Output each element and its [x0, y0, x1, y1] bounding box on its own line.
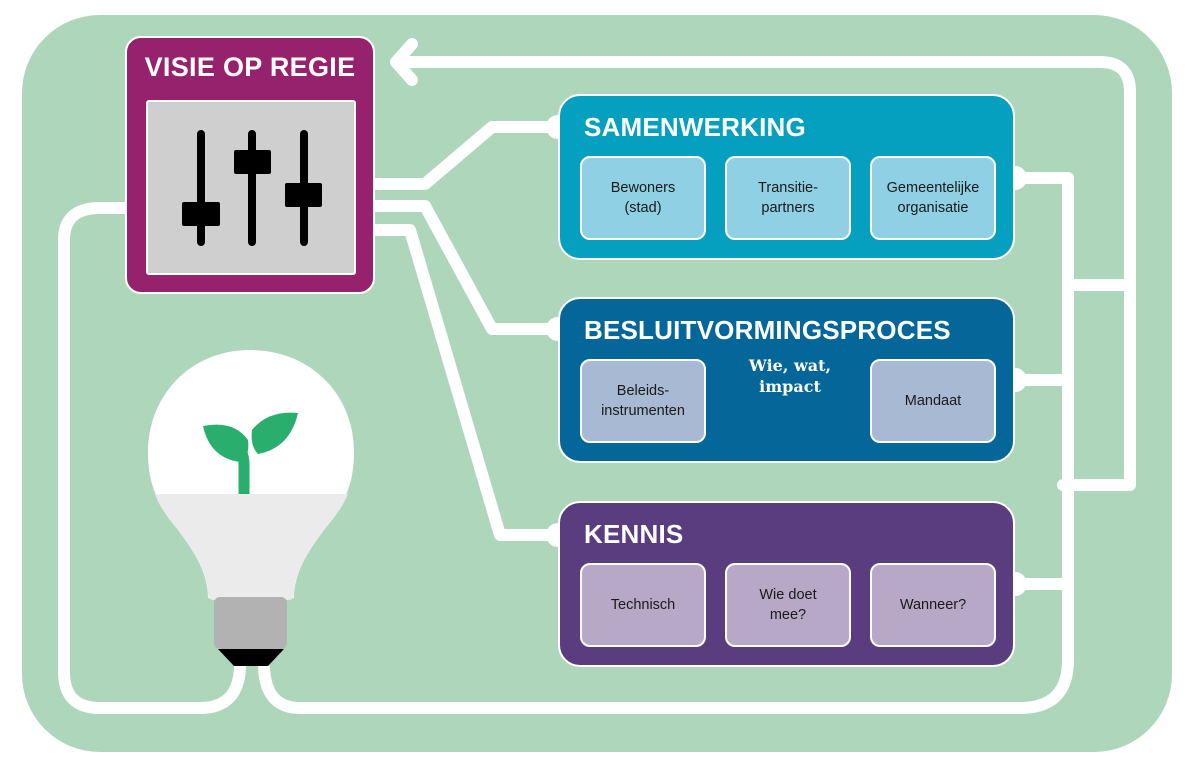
card-mandaat: Mandaat — [870, 359, 996, 443]
card-transitiepartners: Transitie- partners — [725, 156, 851, 240]
card-wie-doet-mee: Wie doet mee? — [725, 563, 851, 647]
visie-op-regie-box: VISIE OP REGIE — [125, 36, 375, 294]
group-kennis: KENNIS Technisch Wie doet mee? Wanneer? — [558, 501, 1015, 667]
card-bewoners: Bewoners (stad) — [580, 156, 706, 240]
arrow-head — [390, 38, 418, 86]
group-title: BESLUITVORMINGSPROCES — [584, 315, 951, 345]
group-title: SAMENWERKING — [584, 112, 806, 142]
card-beleidsinstrumenten: Beleids- instrumenten — [580, 359, 706, 443]
feedback-loop-line — [394, 56, 1136, 491]
group-besluitvormingsproces: BESLUITVORMINGSPROCES Beleids- instrumen… — [558, 297, 1015, 463]
group-title: KENNIS — [584, 519, 684, 549]
sprout-leaf-right — [251, 412, 298, 454]
sprout-leaf-left — [203, 424, 249, 462]
visie-title: VISIE OP REGIE — [144, 52, 356, 82]
lightbulb-sprout-icon — [148, 350, 354, 666]
group-samenwerking: SAMENWERKING Bewoners (stad) Transitie- … — [558, 94, 1015, 260]
right-collector-line — [258, 172, 1074, 714]
card-gemeentelijke-organisatie: Gemeentelijke organisatie — [870, 156, 996, 240]
card-technisch: Technisch — [580, 563, 706, 647]
sliders-panel — [146, 100, 356, 275]
bulb-tip — [218, 649, 284, 666]
left-loop-line — [58, 202, 246, 714]
sliders-icon — [182, 130, 322, 246]
branch-kennis — [370, 224, 562, 541]
card-wanneer: Wanneer? — [870, 563, 996, 647]
note-wie-wat-impact: Wie, wat, impact — [748, 356, 832, 396]
bulb-base — [214, 597, 287, 649]
branch-besluit — [370, 200, 562, 335]
bulb-lower-glass — [155, 494, 348, 600]
branch-samenwerking — [370, 121, 562, 190]
